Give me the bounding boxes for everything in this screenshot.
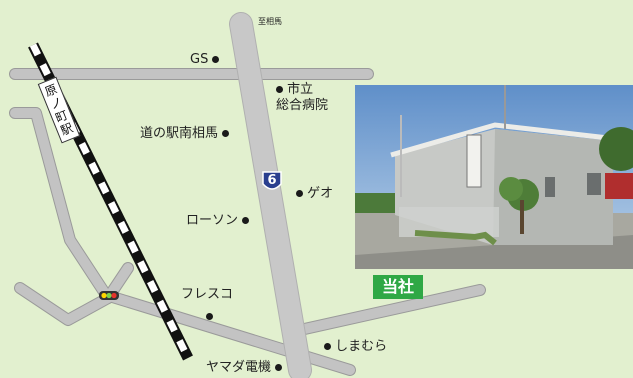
yamada-dot-icon [275, 364, 283, 371]
hospital-dot-icon [276, 86, 283, 93]
company-label-badge: 当社 [373, 275, 423, 299]
place-shimamura: しまむら [324, 339, 387, 355]
place-geo: ゲオ [296, 186, 333, 202]
company-building-photo [355, 85, 633, 269]
route-number: 6 [267, 173, 277, 188]
gs-dot-icon [212, 56, 220, 63]
lawson-dot-icon [242, 217, 250, 224]
place-city-hospital: 市立 総合病院 [276, 82, 329, 113]
shimamura-dot-icon [324, 343, 331, 350]
place-yamada: ヤマダ電機 [206, 360, 283, 376]
place-fresco: フレスコ [181, 287, 234, 302]
michinoeki-dot-icon [222, 130, 230, 137]
place-lawson: ローソン [186, 213, 250, 229]
route-6-shield-icon [262, 171, 282, 190]
traffic-light-icon [99, 291, 119, 300]
place-michinoeki: 道の駅南相馬 [140, 126, 230, 142]
place-gs: GS [190, 52, 220, 68]
geo-dot-icon [296, 190, 303, 197]
direction-label: 至相馬 [258, 17, 282, 26]
fresco-dot-icon [206, 306, 213, 325]
